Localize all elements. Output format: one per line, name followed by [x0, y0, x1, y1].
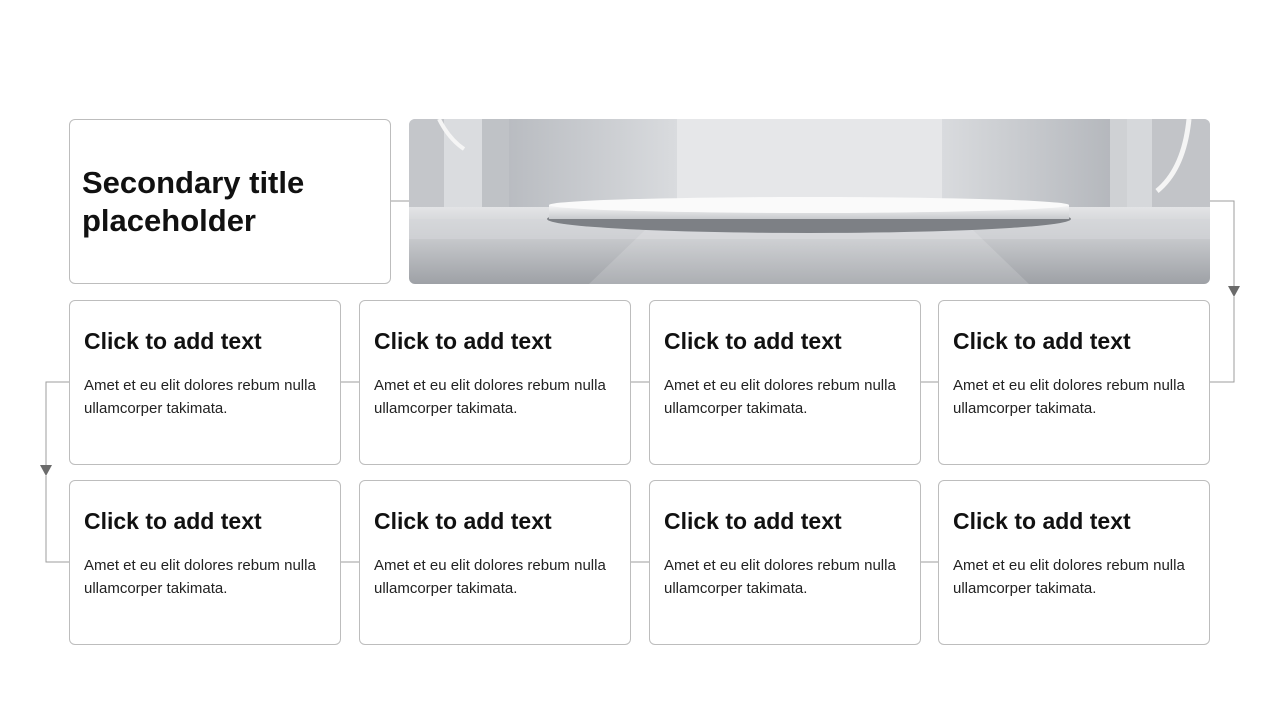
secondary-title-box[interactable]: Secondary title placeholder: [69, 119, 391, 284]
card-title[interactable]: Click to add text: [953, 508, 1131, 534]
card-title[interactable]: Click to add text: [664, 328, 842, 354]
card-title[interactable]: Click to add text: [664, 508, 842, 534]
content-card-7[interactable]: Click to add text Amet et eu elit dolore…: [649, 480, 921, 645]
card-title[interactable]: Click to add text: [953, 328, 1131, 354]
card-title[interactable]: Click to add text: [374, 508, 552, 534]
card-body[interactable]: Amet et eu elit dolores rebum nulla ulla…: [374, 377, 606, 417]
card-body[interactable]: Amet et eu elit dolores rebum nulla ulla…: [953, 557, 1185, 597]
card-title[interactable]: Click to add text: [84, 508, 262, 534]
content-card-3[interactable]: Click to add text Amet et eu elit dolore…: [649, 300, 921, 465]
secondary-title[interactable]: Secondary title placeholder: [82, 165, 305, 238]
content-card-8[interactable]: Click to add text Amet et eu elit dolore…: [938, 480, 1210, 645]
content-card-5[interactable]: Click to add text Amet et eu elit dolore…: [69, 480, 341, 645]
down-arrow-right: [1228, 286, 1240, 297]
content-card-6[interactable]: Click to add text Amet et eu elit dolore…: [359, 480, 631, 645]
content-card-1[interactable]: Click to add text Amet et eu elit dolore…: [69, 300, 341, 465]
card-body[interactable]: Amet et eu elit dolores rebum nulla ulla…: [664, 557, 896, 597]
content-card-4[interactable]: Click to add text Amet et eu elit dolore…: [938, 300, 1210, 465]
card-body[interactable]: Amet et eu elit dolores rebum nulla ulla…: [664, 377, 896, 417]
down-arrow-left: [40, 465, 52, 476]
card-body[interactable]: Amet et eu elit dolores rebum nulla ulla…: [84, 557, 316, 597]
card-body[interactable]: Amet et eu elit dolores rebum nulla ulla…: [953, 377, 1185, 417]
content-card-2[interactable]: Click to add text Amet et eu elit dolore…: [359, 300, 631, 465]
card-body[interactable]: Amet et eu elit dolores rebum nulla ulla…: [374, 557, 606, 597]
card-title[interactable]: Click to add text: [374, 328, 552, 354]
card-title[interactable]: Click to add text: [84, 328, 262, 354]
hero-image: [409, 119, 1210, 284]
card-body[interactable]: Amet et eu elit dolores rebum nulla ulla…: [84, 377, 316, 417]
